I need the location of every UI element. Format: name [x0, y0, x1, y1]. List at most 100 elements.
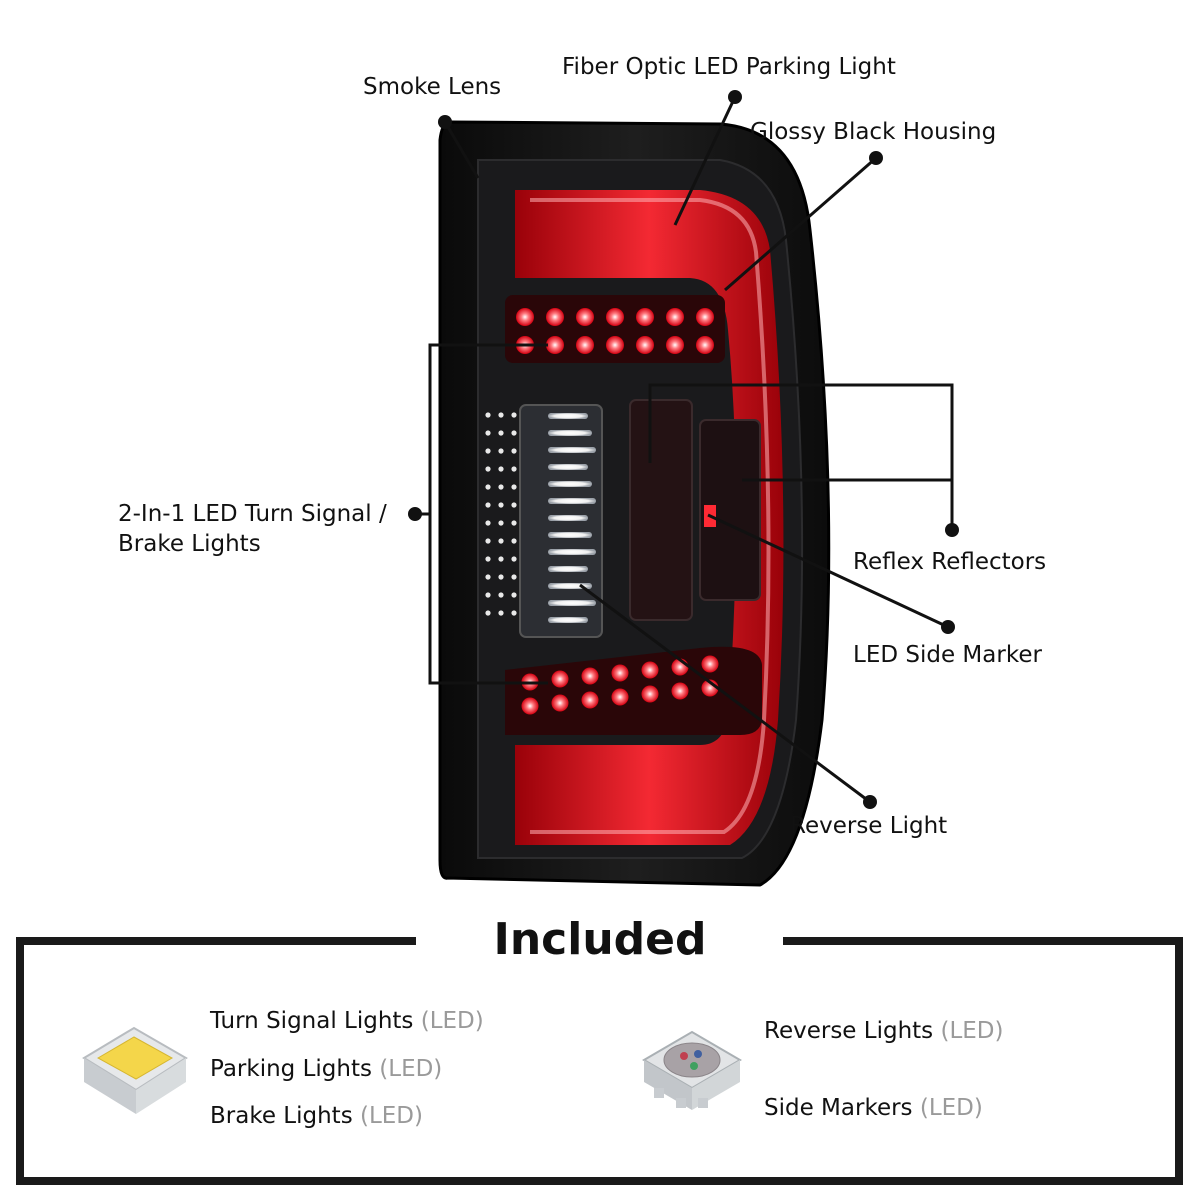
box-bottom-edge: [16, 1177, 1183, 1185]
red-led: [576, 308, 594, 326]
red-led: [521, 697, 539, 715]
turn-signal-dot: [498, 520, 504, 526]
turn-signal-dot: [485, 538, 491, 544]
red-led: [696, 336, 714, 354]
turn-signal-dot: [485, 520, 491, 526]
lower-led-block: [505, 646, 762, 735]
included-item: Brake Lights (LED): [210, 1101, 423, 1131]
turn-signal-dot: [485, 556, 491, 562]
turn-signal-dot: [485, 448, 491, 454]
turn-signal-dot: [498, 592, 504, 598]
turn-signal-dot: [498, 502, 504, 508]
turn-signal-dot: [498, 484, 504, 490]
red-led: [641, 661, 659, 679]
included-item: Turn Signal Lights (LED): [210, 1006, 484, 1036]
red-led: [551, 670, 569, 688]
red-led: [696, 308, 714, 326]
product-diagram: Smoke Lens Fiber Optic LED Parking Light…: [118, 54, 1047, 887]
turn-signal-dot: [485, 574, 491, 580]
turn-signal-dot: [498, 466, 504, 472]
turn-signal-dot: [511, 520, 517, 526]
tail-light-illustration: [408, 90, 959, 887]
included-item: Reverse Lights (LED): [764, 1016, 1003, 1046]
turn-signal-dot: [485, 610, 491, 616]
turn-signal-dot: [511, 538, 517, 544]
turn-signal-dot: [511, 592, 517, 598]
red-led: [546, 336, 564, 354]
red-led: [576, 336, 594, 354]
turn-signal-dot: [485, 592, 491, 598]
turn-signal-dot: [511, 556, 517, 562]
turn-signal-dot: [485, 412, 491, 418]
red-led: [636, 336, 654, 354]
turn-signal-dot-strip: [485, 412, 517, 616]
box-top-left-edge: [16, 937, 416, 945]
side-marker-label: LED Side Marker: [853, 642, 1042, 668]
reverse-led-bar: [548, 617, 588, 623]
reverse-led-bar: [548, 566, 588, 572]
turn-signal-dot: [511, 466, 517, 472]
reverse-led-bar: [548, 498, 596, 504]
turn-signal-dot: [485, 484, 491, 490]
turn-signal-dot: [511, 448, 517, 454]
turn-signal-dot: [485, 502, 491, 508]
turn-signal-dot: [498, 538, 504, 544]
turn-brake-label-line2: Brake Lights: [118, 531, 261, 557]
callout-dots: [408, 90, 959, 809]
included-item-tag: (LED): [352, 1103, 423, 1129]
red-led: [606, 336, 624, 354]
red-led: [551, 694, 569, 712]
reverse-led-bar: [548, 481, 592, 487]
red-led: [546, 308, 564, 326]
reverse-led-bar: [548, 464, 588, 470]
turn-signal-dot: [511, 484, 517, 490]
turn-signal-dot: [485, 430, 491, 436]
reverse-led-bar: [548, 413, 588, 419]
reverse-led-bar: [548, 549, 596, 555]
reverse-led-bar: [548, 447, 596, 453]
included-item-tag: (LED): [413, 1008, 484, 1034]
included-item-name: Parking Lights: [210, 1056, 372, 1082]
red-led: [581, 691, 599, 709]
turn-signal-dot: [498, 610, 504, 616]
included-item-name: Reverse Lights: [764, 1018, 934, 1044]
reflex-reflector-left: [629, 399, 693, 621]
reverse-light-label: Reverse Light: [790, 813, 948, 839]
reverse-led-bar: [548, 430, 592, 436]
smd-yellow-led-icon: [82, 1026, 188, 1114]
upper-led-array: [516, 308, 714, 354]
red-led: [581, 667, 599, 685]
red-led: [701, 655, 719, 673]
turn-brake-label-line1: 2-In-1 LED Turn Signal /: [118, 501, 387, 527]
box-top-right-edge: [783, 937, 1183, 945]
included-item-tag: (LED): [933, 1018, 1004, 1044]
included-item-name: Side Markers: [764, 1095, 913, 1121]
turn-signal-dot: [498, 574, 504, 580]
red-led: [516, 308, 534, 326]
reflex-reflectors-label: Reflex Reflectors: [853, 549, 1047, 575]
included-item-tag: (LED): [912, 1095, 983, 1121]
lower-led-array: [521, 655, 719, 715]
included-item-name: Brake Lights: [210, 1103, 353, 1129]
turn-signal-dot: [485, 466, 491, 472]
included-title: Included: [493, 914, 707, 965]
box-left-edge: [16, 937, 24, 1185]
included-item: Side Markers (LED): [764, 1093, 983, 1123]
turn-signal-dot: [498, 556, 504, 562]
box-right-edge: [1175, 937, 1183, 1185]
reflex-reflector-right: [699, 419, 761, 601]
glossy-housing-label: Glossy Black Housing: [750, 119, 997, 145]
reverse-led-bar: [548, 515, 588, 521]
red-led: [666, 308, 684, 326]
turn-signal-dot: [511, 502, 517, 508]
included-item: Parking Lights (LED): [210, 1054, 442, 1084]
included-item-name: Turn Signal Lights: [210, 1008, 414, 1034]
turn-signal-dot: [498, 430, 504, 436]
callout-lines: [415, 96, 954, 804]
turn-signal-dot: [498, 448, 504, 454]
reverse-led-bar: [548, 532, 592, 538]
red-led: [641, 685, 659, 703]
red-led: [606, 308, 624, 326]
turn-signal-dot: [511, 430, 517, 436]
turn-signal-dot: [511, 574, 517, 580]
